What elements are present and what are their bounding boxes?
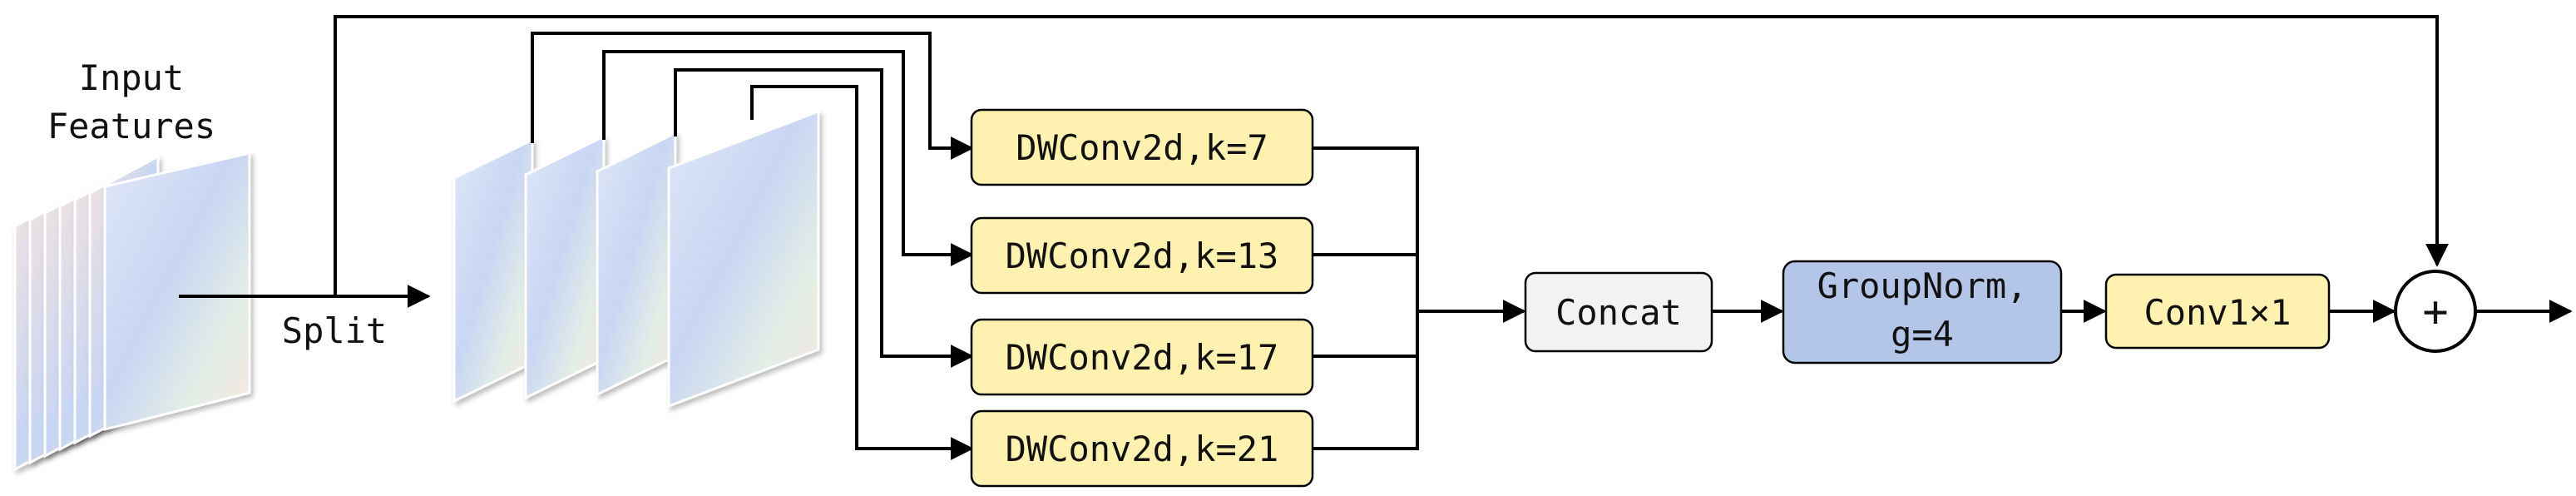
groupnorm-label-line1: GroupNorm, <box>1817 265 2028 306</box>
groupnorm-label-line2: g=4 <box>1891 314 1954 355</box>
dwconv-k21-visible[interactable]: DWConv2d,k=21 <box>970 409 1314 488</box>
dwconv-k21-label: DWConv2d,k=21 <box>1006 429 1279 469</box>
concat-box[interactable]: Concat <box>1524 271 1713 353</box>
route-k21-visible <box>855 87 972 450</box>
add-symbol: + <box>2422 287 2448 337</box>
input-sheet <box>103 151 251 431</box>
split-group-4 <box>667 109 820 409</box>
dwconv-k7[interactable]: DWConv2d,k=7 <box>970 108 1314 186</box>
merge-line <box>1313 146 1419 450</box>
dwconv-k17-label: DWConv2d,k=17 <box>1006 337 1279 378</box>
split-label: Split <box>282 310 387 351</box>
input-label-line2: Features <box>47 106 215 146</box>
input-feature-stack <box>13 151 251 472</box>
groupnorm-box[interactable]: GroupNorm, g=4 <box>1782 260 2063 365</box>
dwconv-k13-label: DWConv2d,k=13 <box>1006 236 1279 276</box>
residual-connection <box>334 15 2449 296</box>
input-label-line1: Input <box>79 57 184 98</box>
concat-label: Concat <box>1555 292 1682 333</box>
conv1x1-label: Conv1×1 <box>2143 292 2291 333</box>
split-feature-groups <box>452 109 820 409</box>
dwconv-k17[interactable]: DWConv2d,k=17 <box>970 318 1314 396</box>
route-k17 <box>674 68 974 368</box>
route-k7 <box>531 32 974 160</box>
route-k13 <box>602 50 974 266</box>
dwconv-k13[interactable]: DWConv2d,k=13 <box>970 216 1314 295</box>
conv1x1-box[interactable]: Conv1×1 <box>2104 273 2331 350</box>
dwconv-k7-label: DWConv2d,k=7 <box>1016 127 1268 168</box>
